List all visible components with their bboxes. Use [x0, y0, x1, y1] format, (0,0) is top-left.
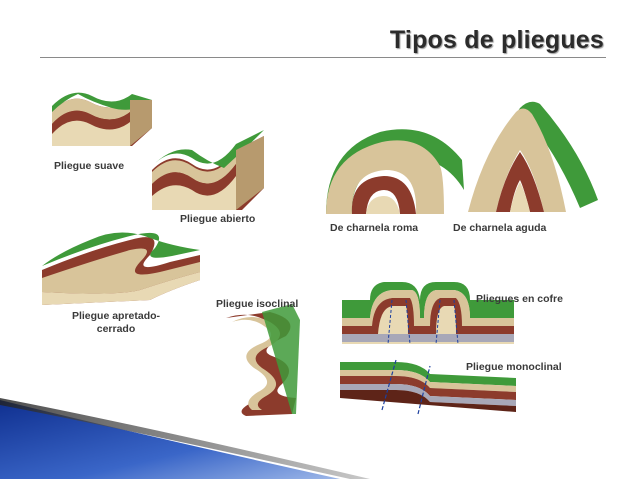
corner-decoration [0, 398, 370, 479]
label-pliegues-cofre: Pliegues en cofre [476, 293, 563, 305]
label-pliegue-isoclinal: Pliegue isoclinal [216, 298, 299, 310]
slide-title: Tipos de pliegues [389, 26, 604, 54]
label-pliegue-abierto: Pliegue abierto [180, 213, 256, 225]
pliegues-en-cofre-illustration [342, 282, 514, 345]
label-pliegue-suave: Pliegue suave [54, 160, 125, 172]
label-pliegue-apretado-line2: cerrado [96, 323, 136, 335]
charnela-roma-illustration [326, 129, 464, 214]
pliegue-suave-illustration [52, 92, 152, 146]
label-pliegue-apretado-line1: Pliegue apretado- [71, 310, 161, 322]
label-charnela-aguda: De charnela aguda [453, 222, 547, 234]
label-pliegue-monoclinal: Pliegue monoclinal [466, 361, 562, 373]
pliegue-abierto-illustration [152, 130, 264, 210]
label-pliegue-apretado: Pliegue apretado- cerrado [56, 310, 176, 336]
label-charnela-roma: De charnela roma [330, 222, 419, 234]
pliegue-apretado-illustration [42, 232, 200, 305]
pliegue-isoclinal-illustration [226, 304, 300, 416]
title-divider [40, 57, 606, 58]
pliegue-monoclinal-illustration [340, 359, 516, 415]
charnela-aguda-illustration [468, 101, 598, 212]
